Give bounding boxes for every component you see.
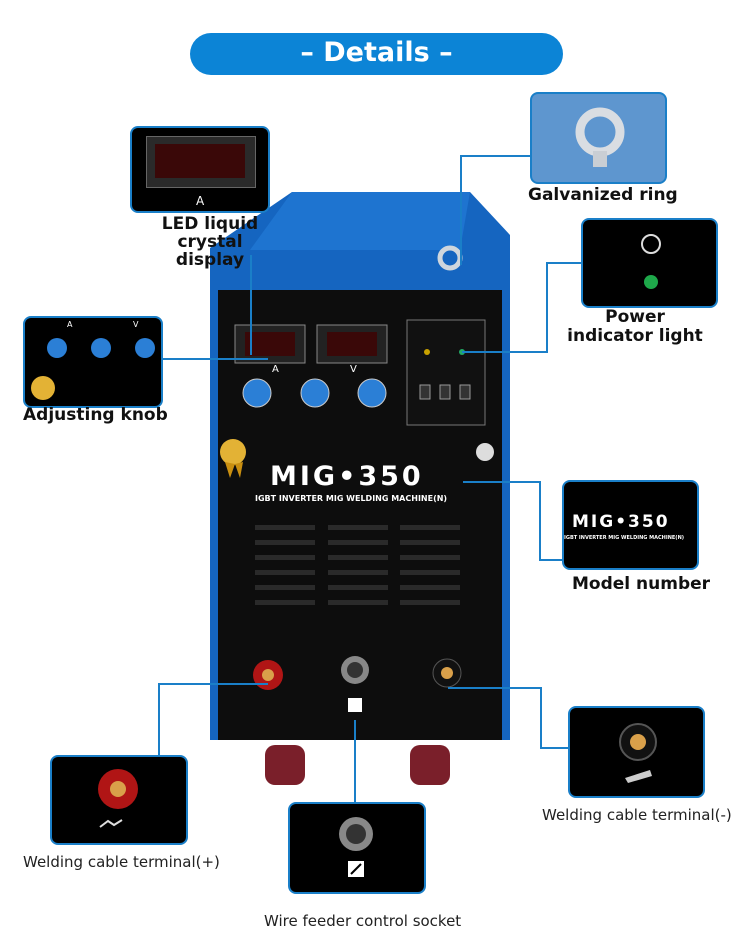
ring-callout <box>530 92 667 184</box>
power-callout <box>581 218 718 308</box>
ring-label: Galvanized ring <box>528 185 678 205</box>
model-leader-h2 <box>539 559 563 561</box>
led-display-leader <box>250 255 252 355</box>
model-callout: MIG•350 IGBT INVERTER MIG WELDING MACHIN… <box>562 480 699 570</box>
knob-unit-v: V <box>133 320 139 329</box>
terminal-minus-callout <box>568 706 705 798</box>
terminal-minus-leader-v <box>540 687 542 749</box>
knob-unit-a: A <box>67 320 73 329</box>
positive-terminal-icon <box>98 769 138 828</box>
model-leader-v <box>539 481 541 561</box>
power-leader-h1 <box>546 262 582 264</box>
terminal-minus-leader-h1 <box>448 687 541 689</box>
power-label-line1: Power <box>605 307 665 327</box>
terminal-minus-label: Welding cable terminal(-) <box>542 806 732 824</box>
terminal-plus-leader-h <box>158 683 268 685</box>
model-callout-subtitle: IGBT INVERTER MIG WELDING MACHINE(N) <box>564 535 685 541</box>
power-leader-h2 <box>462 351 548 353</box>
wire-feeder-label: Wire feeder control socket <box>264 912 462 930</box>
machine-voltmeter-unit: V <box>350 364 357 375</box>
machine-ammeter-unit: A <box>272 364 279 375</box>
led-display-label: LED liquid crystal display <box>150 215 270 269</box>
ring-icon <box>575 107 625 167</box>
wire-feeder-callout <box>288 802 426 894</box>
machine-model-text: MIG•350 <box>270 461 424 492</box>
ring-leader-h <box>460 155 532 157</box>
knob-label: Adjusting knob <box>23 405 168 425</box>
terminal-plus-leader-v <box>158 683 160 756</box>
knob-leader <box>163 358 268 360</box>
ring-leader-v <box>460 155 462 265</box>
knob-callout: A V <box>23 316 163 408</box>
terminal-minus-leader-h2 <box>540 747 570 749</box>
negative-terminal-icon <box>619 723 657 783</box>
led-display-callout: A <box>130 126 270 213</box>
welding-machine-illustration <box>210 192 510 785</box>
model-callout-text: MIG•350 <box>572 512 670 532</box>
power-leader-v <box>546 262 548 352</box>
power-label-line2: indicator light <box>567 326 703 346</box>
power-light-icon <box>641 234 661 289</box>
knob-icons <box>31 338 155 400</box>
led-display-unit: A <box>196 194 205 208</box>
model-label: Model number <box>572 574 711 594</box>
power-label: Power indicator light <box>565 308 705 346</box>
model-leader-h1 <box>463 481 539 483</box>
led-display-label-line2: crystal display <box>175 232 245 270</box>
led-display-label-line1: LED liquid <box>161 214 259 234</box>
terminal-plus-label: Welding cable terminal(+) <box>23 853 220 871</box>
terminal-plus-callout <box>50 755 188 845</box>
wire-feeder-leader <box>354 720 356 802</box>
machine-subtitle-text: IGBT INVERTER MIG WELDING MACHINE(N) <box>255 494 448 503</box>
wire-feeder-socket-icon <box>339 817 373 877</box>
details-banner: – Details – <box>190 33 563 75</box>
